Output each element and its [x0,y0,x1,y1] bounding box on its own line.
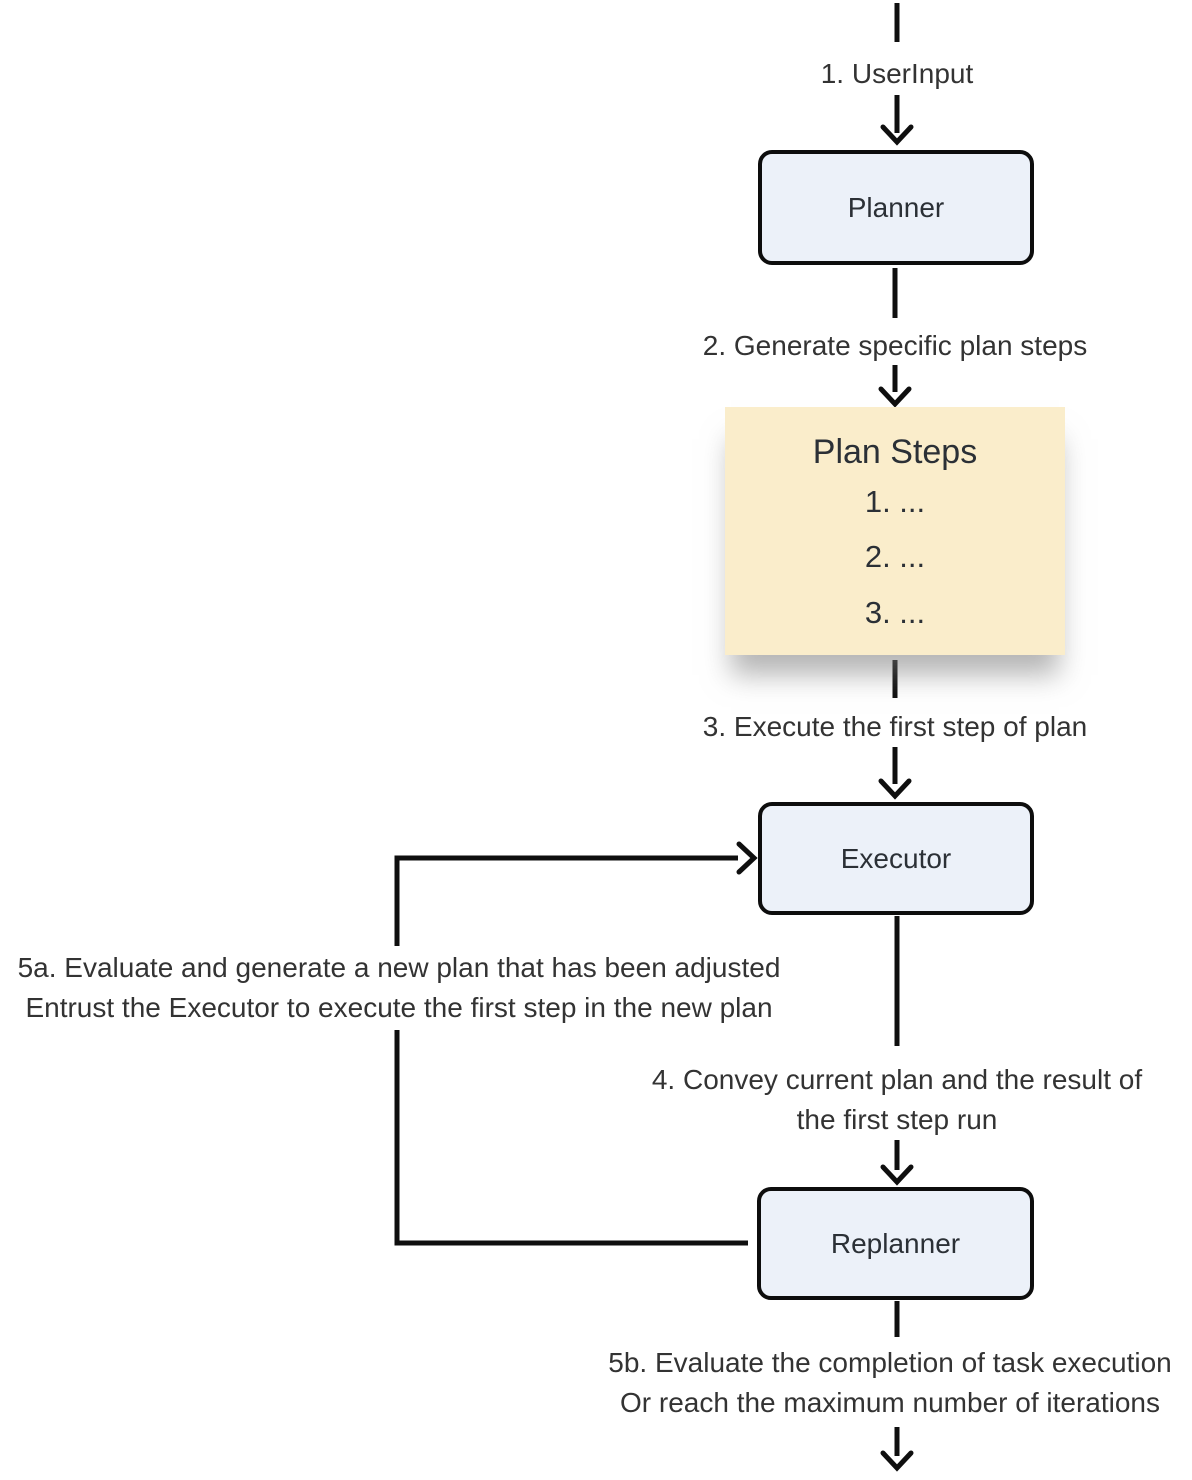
plan-steps-item: 3. ... [864,595,926,631]
edge-userinput-to-planner [880,95,914,146]
edge-label-step5b: 5b. Evaluate the completion of task exec… [608,1343,1171,1423]
edge-label-step2: 2. Generate specific plan steps [702,330,1088,361]
edge-label-step4-line1: 4. Convey current plan and the result of [651,1064,1143,1095]
node-planner: Planner [758,150,1034,265]
edge-final-arrow [880,1427,914,1472]
edge-label-step5a-line1: 5a. Evaluate and generate a new plan tha… [17,952,781,983]
edge-label-step3: 3. Execute the first step of plan [702,711,1088,742]
plan-steps-item: 1. ... [864,483,926,519]
edge-label-step5a: 5a. Evaluate and generate a new plan tha… [11,946,787,1030]
edge-label4-to-replanner [880,1140,914,1186]
plan-steps-title: Plan Steps [812,433,978,471]
node-replanner-label: Replanner [830,1227,961,1259]
node-executor: Executor [758,802,1034,915]
node-planner-label: Planner [847,191,945,223]
edge-replanner-loop-to-executor [394,841,758,1246]
plan-steps-item: 2. ... [864,539,926,575]
node-plan-steps: Plan Steps 1. ... 2. ... 3. ... [725,407,1065,655]
edge-label-step5b-line2: Or reach the maximum number of iteration… [620,1387,1160,1418]
edge-label-step4-line2: the first step run [796,1104,998,1135]
edge-label-step5b-line1: 5b. Evaluate the completion of task exec… [608,1347,1172,1378]
edge-label-step1: 1. UserInput [820,58,974,89]
edge-label2-to-plansteps [878,365,912,408]
edge-label3-to-executor [878,747,912,800]
edge-label-step5a-line2: Entrust the Executor to execute the firs… [25,992,773,1023]
node-executor-label: Executor [840,842,952,874]
node-replanner: Replanner [757,1187,1034,1300]
edge-label-step4: 4. Convey current plan and the result of… [652,1060,1142,1140]
